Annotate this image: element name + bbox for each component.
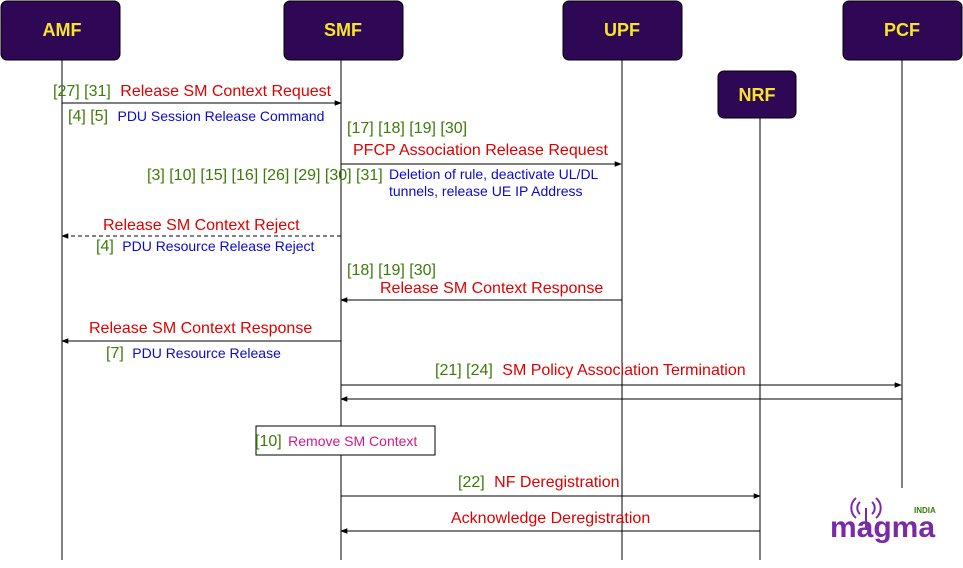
participant-pcf: PCF bbox=[842, 0, 963, 61]
participant-upf: UPF bbox=[562, 0, 683, 61]
message-4-label-line2: tunnels, release UE IP Address bbox=[389, 183, 583, 199]
message-11: [10] Remove SM Context bbox=[255, 433, 417, 450]
message-11-steps: [10] bbox=[255, 433, 282, 450]
message-labels: [27] [31] Release SM Context Request [4]… bbox=[53, 83, 746, 527]
participant-nrf: NRF bbox=[717, 70, 797, 119]
message-9: [7] PDU Resource Release bbox=[106, 345, 281, 362]
message-10-steps: [21] [24] bbox=[435, 362, 493, 379]
message-6-label: PDU Resource Release Reject bbox=[122, 238, 314, 254]
participant-amf: AMF bbox=[0, 0, 121, 61]
lifelines bbox=[61, 60, 903, 560]
message-11-label: Remove SM Context bbox=[288, 433, 417, 449]
message-7-steps: [18] [19] [30] bbox=[347, 262, 436, 279]
logo-word: magma bbox=[830, 511, 935, 544]
message-5-label: Release SM Context Reject bbox=[103, 217, 300, 234]
participant-nrf-label: NRF bbox=[739, 85, 776, 105]
participant-upf-label: UPF bbox=[604, 20, 640, 40]
logo-tag: INDIA bbox=[914, 506, 936, 515]
message-1: [27] [31] Release SM Context Request bbox=[53, 83, 332, 100]
message-6: [4] PDU Resource Release Reject bbox=[96, 238, 315, 255]
message-3-label: PFCP Association Release Request bbox=[353, 142, 609, 159]
antenna-icon bbox=[850, 497, 882, 530]
message-1-label: Release SM Context Request bbox=[120, 83, 331, 100]
participant-smf-label: SMF bbox=[324, 20, 362, 40]
message-12-label: NF Deregistration bbox=[494, 474, 619, 491]
message-10-label: SM Policy Association Termination bbox=[502, 362, 745, 379]
participant-pcf-label: PCF bbox=[884, 20, 920, 40]
message-12: [22] NF Deregistration bbox=[458, 474, 620, 491]
participant-amf-label: AMF bbox=[43, 20, 82, 40]
message-2-label: PDU Session Release Command bbox=[117, 108, 324, 124]
message-2-steps: [4] [5] bbox=[68, 108, 108, 125]
message-10: [21] [24] SM Policy Association Terminat… bbox=[435, 362, 746, 379]
message-2: [4] [5] PDU Session Release Command bbox=[68, 108, 324, 125]
magma-logo: magma INDIA bbox=[830, 497, 936, 544]
message-4-steps: [3] [10] [15] [16] [26] [29] [30] [31] bbox=[147, 167, 383, 184]
arrows bbox=[61, 100, 902, 534]
message-4-label-line1: Deletion of rule, deactivate UL/DL bbox=[389, 166, 599, 182]
participant-smf: SMF bbox=[283, 0, 404, 61]
message-1-steps: [27] [31] bbox=[53, 83, 111, 100]
message-3-steps: [17] [18] [19] [30] bbox=[347, 120, 467, 137]
message-9-steps: [7] bbox=[106, 345, 124, 362]
message-6-steps: [4] bbox=[96, 238, 114, 255]
message-12-steps: [22] bbox=[458, 474, 485, 491]
message-7-label: Release SM Context Response bbox=[380, 280, 603, 297]
remove-sm-context-box bbox=[255, 425, 436, 456]
message-9-label: PDU Resource Release bbox=[132, 345, 281, 361]
message-13-label: Acknowledge Deregistration bbox=[451, 510, 650, 527]
message-8-label: Release SM Context Response bbox=[89, 320, 312, 337]
